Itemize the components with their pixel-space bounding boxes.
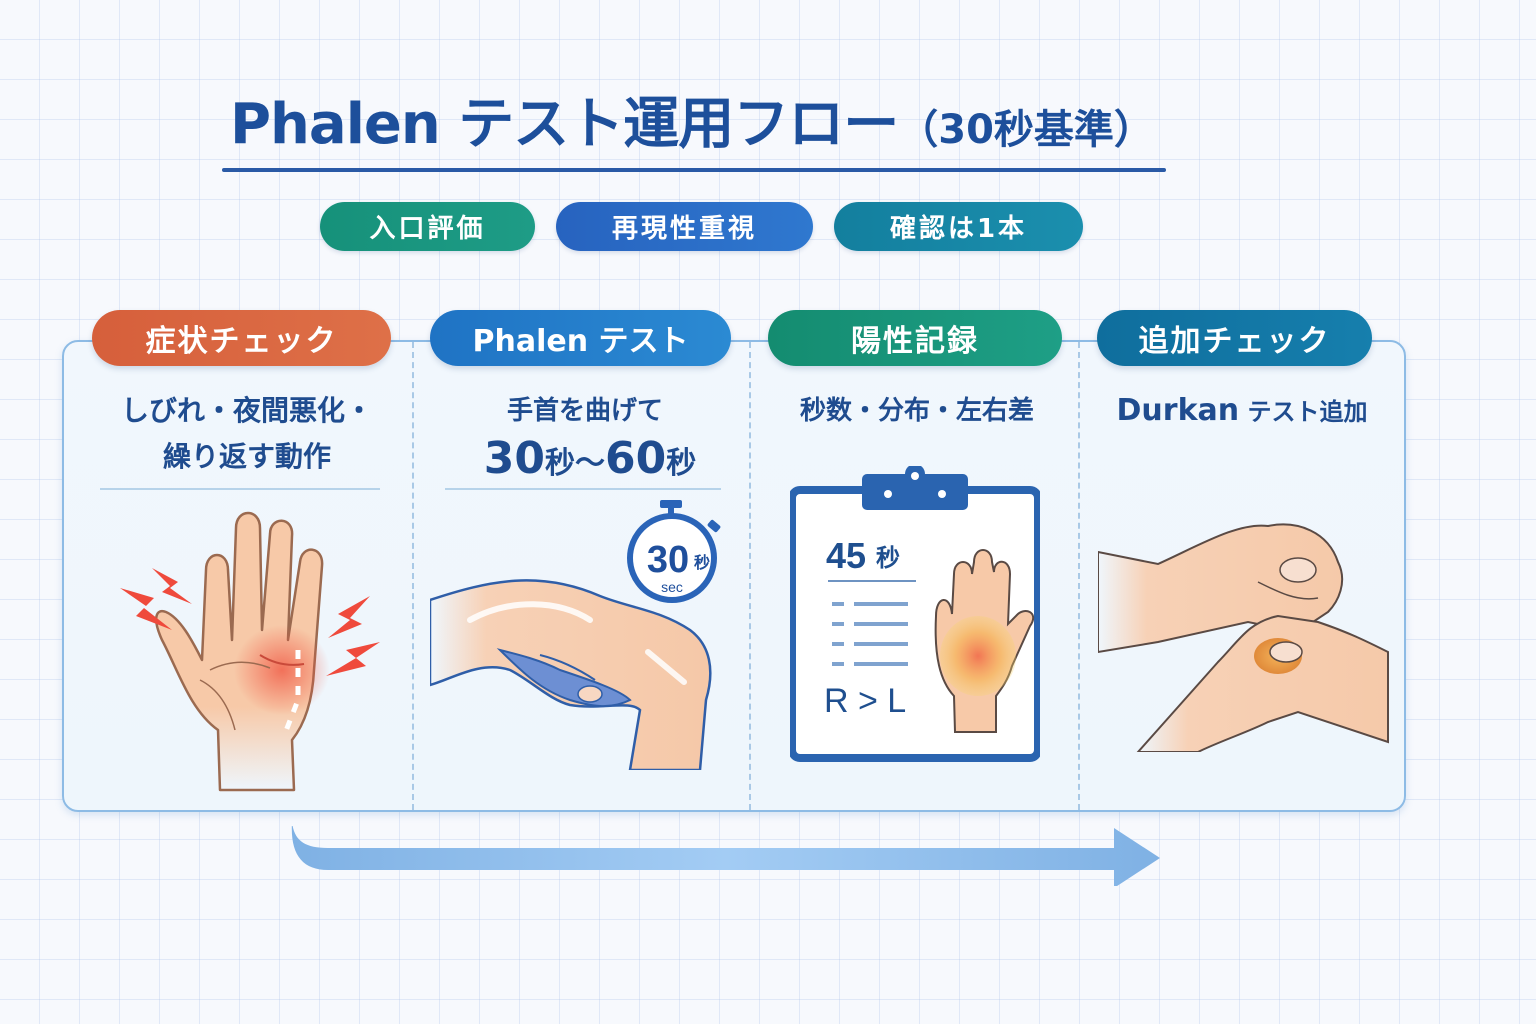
record-time: 45 [826,535,866,576]
duration-from-unit: 秒 [545,446,575,481]
tag-row: 入口評価 再現性重視 確認は1本 [0,202,1536,252]
durkan-compression-icon [1098,523,1389,752]
palm-tingling-icon [120,511,380,792]
step2-separator [445,488,721,490]
duration-to-unit: 秒 [666,446,697,481]
step-header-additional-check: 追加チェック [1097,310,1372,366]
step1-description: しびれ・夜間悪化・ 繰り返す動作 [92,388,402,480]
timer-value: 30 [647,539,689,581]
tag-entry-assessment: 入口評価 [320,202,535,251]
tag-reproducibility: 再現性重視 [556,202,813,251]
title-main: Phalen テスト運用フロー [230,92,899,157]
tag-single-confirmation: 確認は1本 [834,202,1083,251]
step-divider [412,342,414,810]
step2-duration: 30秒〜60秒 [440,432,740,491]
durkan-rest: テスト追加 [1239,398,1368,426]
step1-separator [100,488,380,490]
step1-line1: しびれ・夜間悪化・ [120,394,373,427]
step-header-symptom-check: 症状チェック [92,310,391,366]
step4-description: Durkan テスト追加 [1082,388,1402,435]
side-comparison: R > L [824,682,906,720]
clipboard-icon: 45 秒 R > L [790,466,1040,762]
timer-unit: 秒 [694,553,710,572]
title-underline [222,168,1166,172]
duration-from: 30 [483,433,545,484]
title-sub: （30秒基準） [898,107,1154,153]
page-title: Phalen テスト運用フロー（30秒基準） [230,88,1154,167]
page-title-block: Phalen テスト運用フロー（30秒基準） [222,88,1166,174]
durkan-name: Durkan [1116,393,1240,428]
step3-description: 秒数・分布・左右差 [799,396,1034,426]
flow-arrow-icon [291,826,1160,886]
step-divider [1078,342,1080,810]
step2-description: 手首を曲げて [506,396,663,426]
step1-line2: 繰り返す動作 [162,440,331,473]
timer-caption: sec [661,579,683,595]
stopwatch-icon: 30 秒 sec [627,500,721,603]
duration-to: 60 [605,433,667,484]
step-header-positive-record: 陽性記録 [768,310,1062,366]
step-divider [749,342,751,810]
step-header-phalen-test: Phalen テスト [430,310,731,366]
record-time-unit: 秒 [876,544,900,572]
wrist-flexion-icon [430,579,712,770]
duration-separator: 〜 [575,446,605,481]
